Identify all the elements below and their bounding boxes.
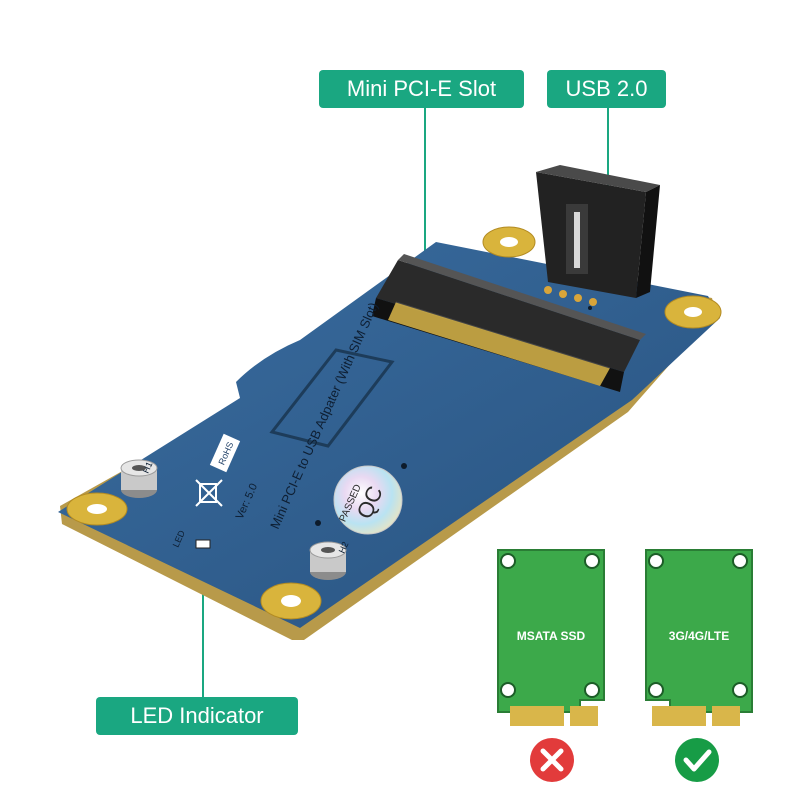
sim-slot-outline	[269, 348, 395, 448]
check-circle-icon	[675, 738, 719, 782]
led-component	[195, 539, 211, 549]
h1-mark-text: H1	[141, 460, 155, 475]
h2-mark-text: H2	[337, 540, 351, 555]
lte-card-label: 3G/4G/LTE	[669, 629, 729, 643]
msata-ssd-card: MSATA SSD	[497, 549, 605, 726]
x-circle-icon	[530, 738, 574, 782]
board-vias	[315, 306, 592, 526]
usb-callout: USB 2.0	[547, 70, 666, 108]
mounting-holes	[66, 226, 722, 620]
led-indicator-callout: LED Indicator	[96, 697, 298, 735]
mini-pcie-slot	[372, 254, 646, 392]
rohs-mark: RoHS	[209, 433, 241, 473]
lte-card: 3G/4G/LTE	[645, 549, 753, 726]
standoffs	[120, 459, 347, 580]
usb-connector	[536, 165, 660, 306]
mini-pcie-slot-callout: Mini PCI-E Slot	[319, 70, 524, 108]
weee-bin-icon	[195, 479, 223, 507]
msata-card-label: MSATA SSD	[517, 629, 586, 643]
qc-passed-sticker: QC PASSED	[333, 465, 403, 535]
